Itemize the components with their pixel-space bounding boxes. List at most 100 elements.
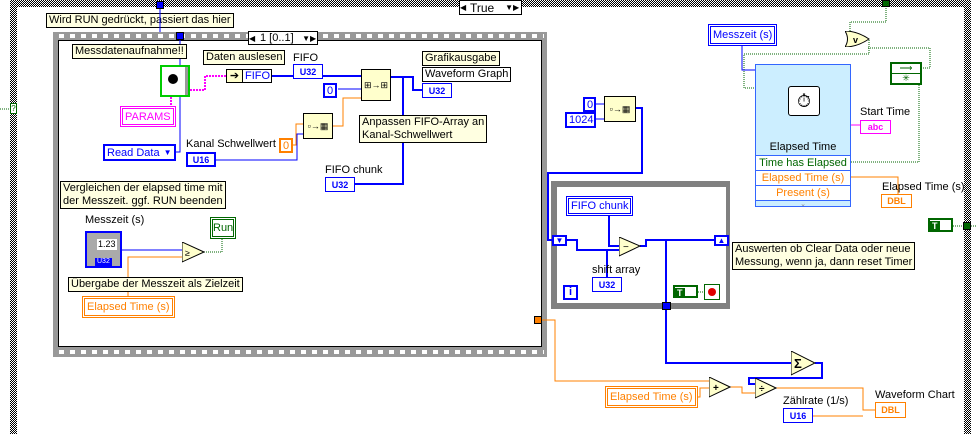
- shift-array-label: shift array: [592, 264, 641, 276]
- decrement-arrow-icon[interactable]: ◀: [249, 33, 256, 43]
- dropdown-arrow-icon[interactable]: ▼: [163, 148, 172, 157]
- waveform-graph-label: Waveform Graph: [422, 67, 512, 82]
- dropdown-arrow-icon[interactable]: ▼: [505, 3, 513, 12]
- stop-terminal[interactable]: [704, 284, 720, 300]
- svg-text:Σ: Σ: [794, 356, 802, 371]
- params-constant[interactable]: PARAMS: [120, 106, 176, 127]
- or-node[interactable]: v: [845, 31, 870, 47]
- case-selector-value: True: [470, 0, 495, 15]
- zaehlrate-label: Zählrate (1/s): [783, 395, 849, 407]
- dropdown-arrow-icon[interactable]: ▼: [302, 33, 310, 43]
- tunnel: [534, 316, 542, 324]
- wire: [541, 319, 709, 382]
- comment-adjust-fifo: Anpassen FIFO-Array an Kanal-Schwellwert: [359, 115, 488, 143]
- decrement-arrow-icon[interactable]: ◀: [460, 3, 467, 12]
- svg-text:≥: ≥: [185, 248, 190, 258]
- init-zero-constant[interactable]: 0: [583, 97, 596, 112]
- messzeit-label: Messzeit (s): [85, 214, 145, 226]
- messzeit-local-variable[interactable]: Messzeit (s): [708, 24, 778, 46]
- comment-graph-output: Grafikausgabe: [422, 51, 500, 66]
- svg-text:÷: ÷: [759, 384, 765, 395]
- fifo-chunk-label: FIFO chunk: [325, 164, 383, 176]
- elapsed-time-express-vi[interactable]: ⏱ Elapsed Time Time has Elapsed Elapsed …: [755, 64, 851, 208]
- init-size-constant[interactable]: 1024: [565, 112, 596, 128]
- output-present[interactable]: Present (s): [756, 185, 850, 200]
- output-time-has-elapsed[interactable]: Time has Elapsed: [756, 155, 850, 170]
- case-structure-border-left: [10, 0, 17, 434]
- expand-chevron-icon[interactable]: ⌄: [756, 200, 850, 208]
- stopwatch-icon: ⏱: [788, 86, 820, 116]
- shift-array-indicator[interactable]: U32: [592, 277, 622, 292]
- comment-evaluate: Auswerten ob Clear Data oder neue Messun…: [732, 242, 916, 270]
- read-data-value: Read Data: [107, 146, 160, 159]
- case-structure-border-right: [964, 0, 971, 434]
- daq-read-node[interactable]: [160, 65, 190, 97]
- true-constant[interactable]: T: [673, 285, 698, 298]
- true-constant[interactable]: T: [928, 218, 953, 232]
- read-data-ring[interactable]: Read Data ▼: [103, 144, 176, 161]
- kanal-schwellwert-label: Kanal Schwellwert: [186, 138, 276, 150]
- svg-text:−: −: [623, 242, 629, 253]
- messzeit-control[interactable]: 1.23 U32: [85, 231, 122, 268]
- sum-array-node[interactable]: Σ: [791, 351, 816, 376]
- comment-acquisition: Messdatenaufnahme!!: [72, 44, 187, 59]
- film-holes-bottom: [56, 350, 544, 354]
- messzeit-value: 1.23: [97, 239, 117, 250]
- greater-or-equal-node[interactable]: ≥: [182, 242, 205, 263]
- initialize-array-node[interactable]: ▫→▦: [303, 113, 333, 139]
- add-node[interactable]: +: [709, 377, 731, 398]
- elapsed-vi-title: Elapsed Time: [769, 141, 837, 153]
- increment-arrow-icon[interactable]: ▶: [513, 3, 520, 12]
- arrow-right-icon: ⟶: [892, 64, 920, 74]
- tunnel: [963, 222, 971, 230]
- run-local-variable[interactable]: Run: [210, 217, 237, 239]
- output-elapsed-time[interactable]: Elapsed Time (s): [756, 170, 850, 185]
- tunnel: [156, 1, 164, 9]
- shift-register-right[interactable]: ▲: [714, 235, 729, 246]
- fifo-label: FIFO: [293, 52, 319, 64]
- comment-read-data: Daten auslesen: [203, 50, 286, 65]
- waveform-chart-label: Waveform Chart: [875, 389, 955, 401]
- case-input-terminal: ?: [10, 103, 17, 114]
- array-subset-node[interactable]: ⊞→⊞: [361, 69, 391, 101]
- start-time-label: Start Time: [860, 106, 911, 118]
- initializer-star-icon: ✳: [902, 73, 910, 83]
- analog-digital-icon: [168, 74, 178, 84]
- elapsed-time-indicator[interactable]: DBL: [881, 194, 912, 208]
- tunnel: [662, 302, 671, 310]
- subtract-node[interactable]: −: [619, 237, 641, 257]
- waveform-chart-terminal[interactable]: DBL: [875, 402, 906, 418]
- elapsed-time-local-variable[interactable]: Elapsed Time (s): [82, 296, 175, 318]
- zero-constant[interactable]: 0: [323, 83, 338, 98]
- start-time-indicator[interactable]: abc: [860, 120, 891, 134]
- fifo-chunk-indicator[interactable]: U32: [325, 177, 355, 192]
- tunnel: [882, 0, 890, 7]
- feedback-node[interactable]: ⟶ ✳: [890, 62, 922, 85]
- increment-arrow-icon[interactable]: ▶: [310, 33, 317, 43]
- wire: [741, 46, 755, 71]
- true-constant-value: T: [930, 221, 940, 231]
- comment-run-pressed: Wird RUN gedrückt, passiert das hier: [46, 13, 234, 28]
- kanal-schwellwert-terminal[interactable]: U16: [186, 152, 216, 167]
- zaehlrate-terminal[interactable]: U16: [783, 408, 813, 423]
- comment-compare: Vergleichen der elapsed time mit der Mes…: [60, 181, 226, 209]
- fifo-method-node[interactable]: ➔ FIFO: [226, 69, 272, 83]
- stop-icon: [708, 288, 716, 296]
- wire: [595, 103, 604, 120]
- true-constant-value: T: [675, 288, 685, 298]
- sequence-selector[interactable]: ◀ 1 [0..1] ▼ ▶: [248, 31, 318, 45]
- shift-register-left[interactable]: ▼: [552, 235, 567, 246]
- elapsed-time-local-variable-2[interactable]: Elapsed Time (s): [605, 386, 698, 408]
- arrow-right-icon: ➔: [229, 70, 240, 82]
- tunnel: [176, 32, 184, 40]
- elapsed-time-indicator-label: Elapsed Time (s): [882, 181, 965, 193]
- initialize-array-node[interactable]: ▫→▦: [604, 96, 636, 122]
- divide-node[interactable]: ÷: [755, 378, 777, 399]
- sequence-selector-value: 1 [0..1]: [260, 32, 294, 44]
- fifo-indicator[interactable]: U32: [293, 64, 323, 79]
- fifo-method-label: FIFO: [242, 70, 271, 82]
- case-selector[interactable]: ◀ True ▼ ▶: [459, 0, 522, 15]
- waveform-graph-terminal[interactable]: U32: [422, 83, 452, 98]
- orange-zero-constant[interactable]: 0: [279, 138, 294, 153]
- fifo-chunk-local-variable[interactable]: FIFO chunk: [566, 196, 634, 216]
